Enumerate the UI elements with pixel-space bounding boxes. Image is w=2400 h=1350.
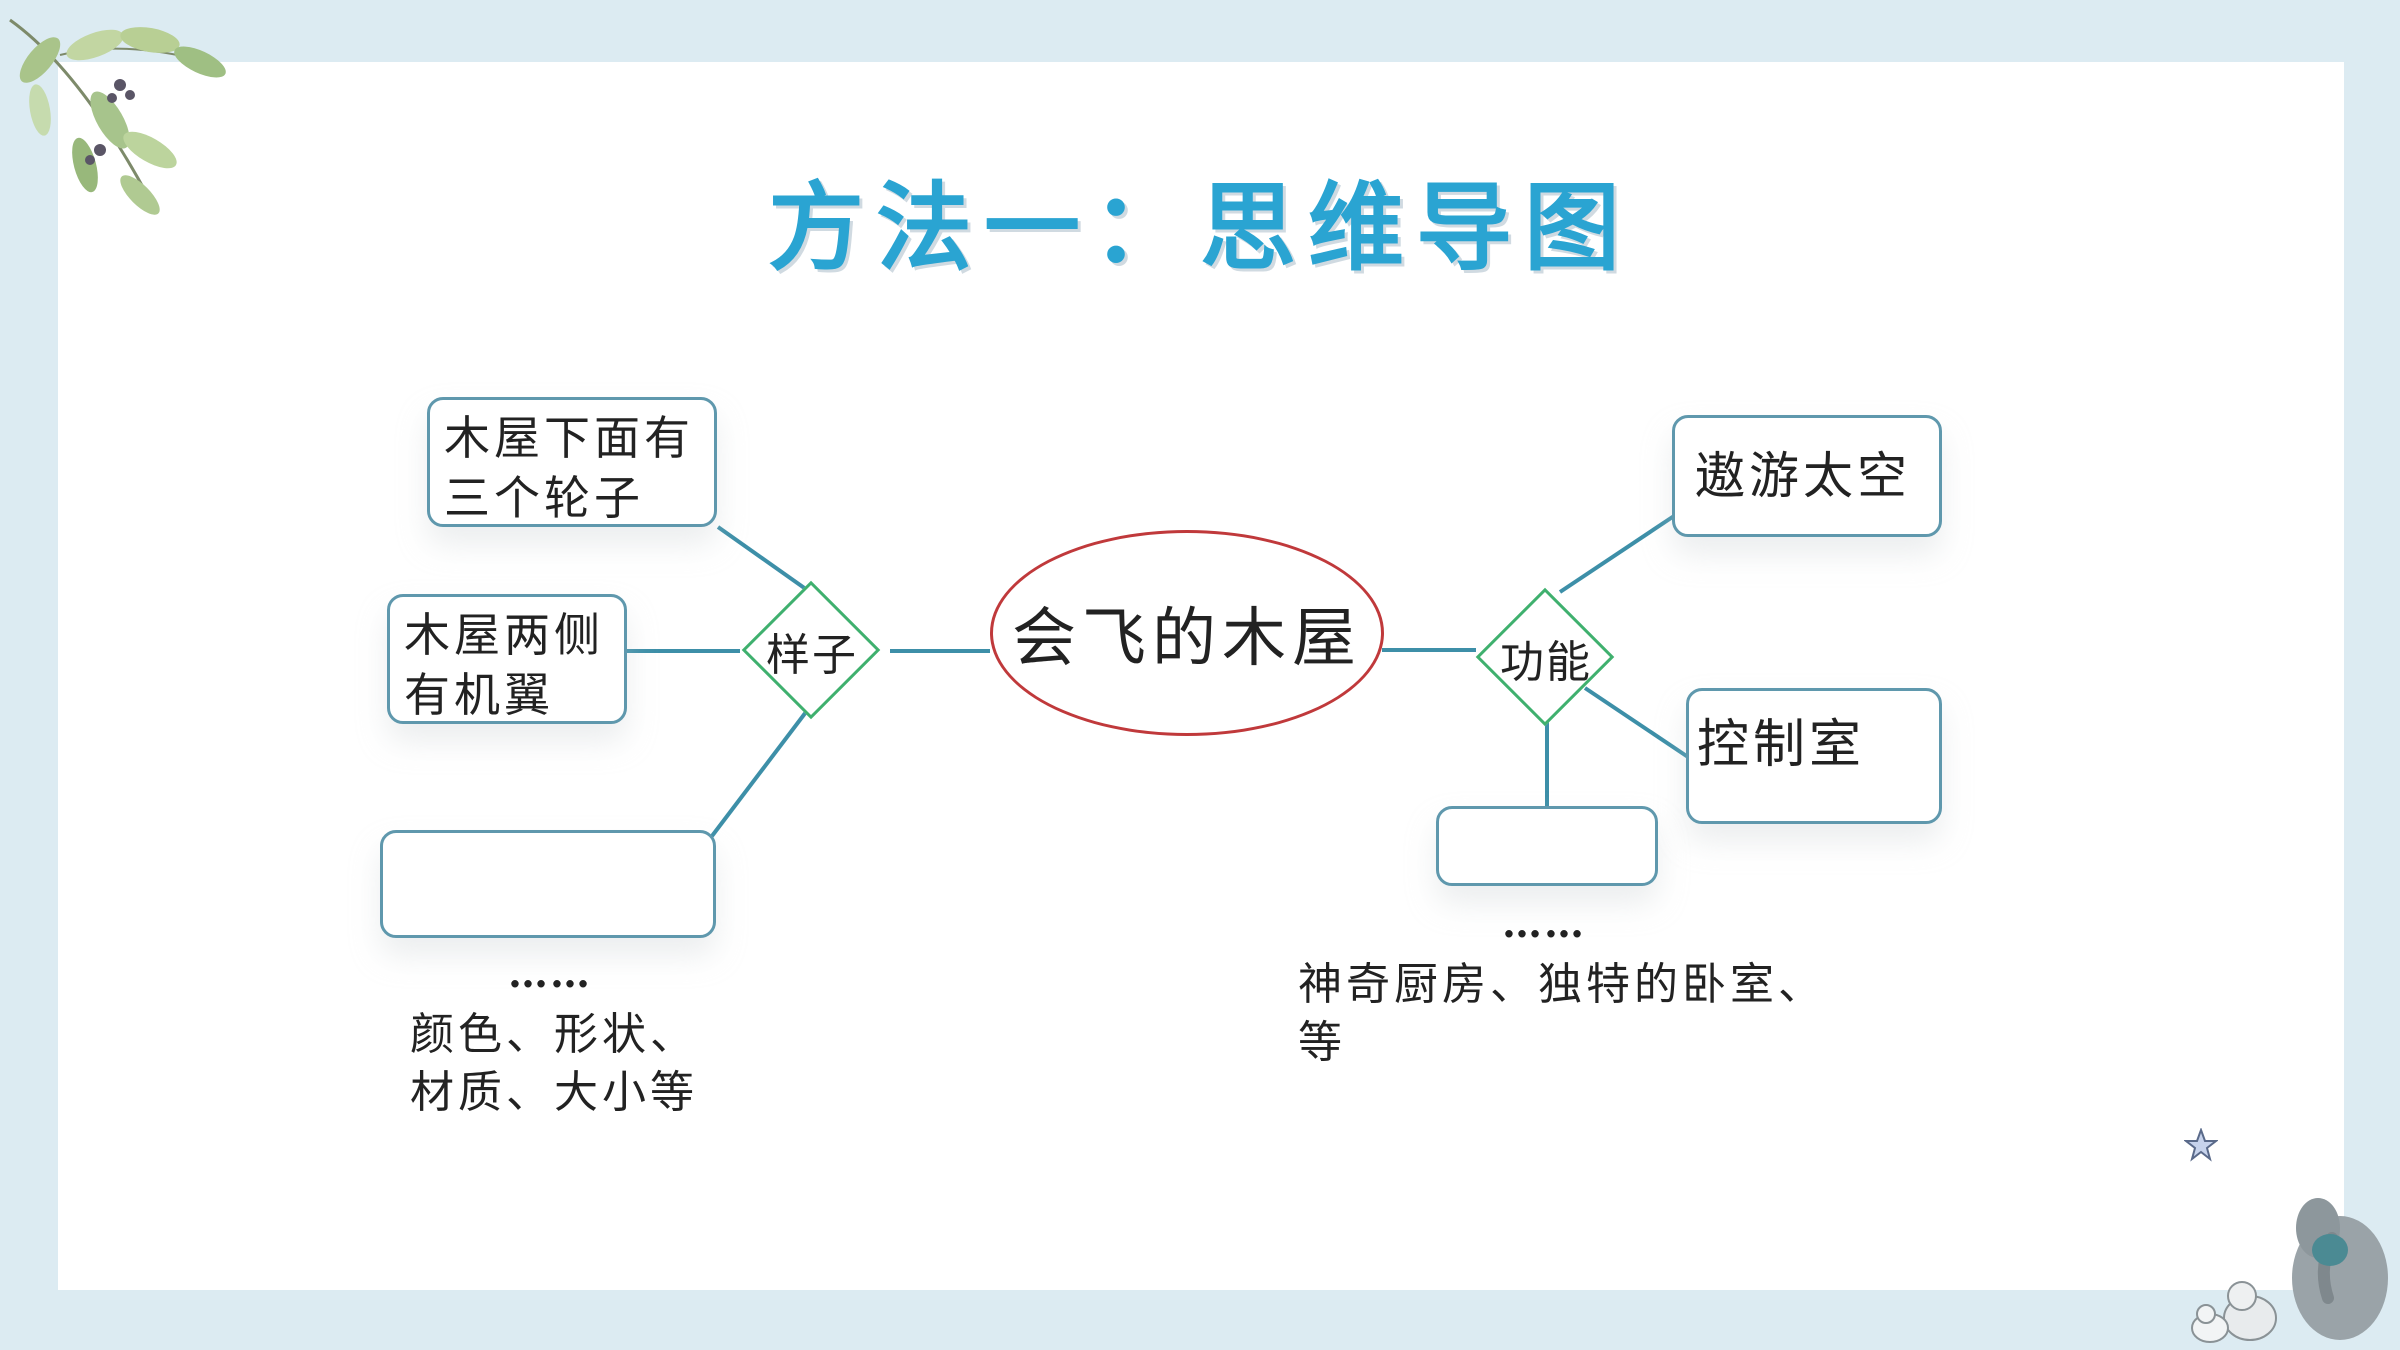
- left-note-line2: 材质、大小等: [410, 1067, 698, 1118]
- connector-left-bottom: [710, 710, 808, 838]
- connector-right-middle: [1583, 686, 1690, 759]
- left-branch-box-2: 木屋两侧 有机翼: [387, 594, 627, 724]
- right-branch-box-1: 遨游太空: [1672, 415, 1942, 537]
- right-note-line1: 神奇厨房、独特的卧室、: [1298, 959, 1826, 1010]
- central-topic-label: 会飞的木屋: [1012, 602, 1362, 676]
- left-note-line1: 颜色、形状、: [410, 1009, 698, 1060]
- left-ellipsis: ……: [508, 950, 592, 997]
- leaf-branch-icon: [9, 18, 226, 215]
- left-hub-diamond: 样子: [741, 580, 882, 721]
- elephant-illustration-icon: [2191, 1198, 2388, 1343]
- left-branch-1-line1: 木屋下面有: [444, 411, 694, 465]
- right-branch-box-2: 控制室: [1686, 688, 1942, 824]
- left-branch-box-1: 木屋下面有 三个轮子: [427, 397, 717, 527]
- connector-left-top: [716, 525, 812, 594]
- left-hub-label: 样子: [766, 630, 858, 681]
- left-branch-2-line2: 有机翼: [404, 668, 554, 722]
- right-note: 神奇厨房、独特的卧室、 等: [1298, 956, 1826, 1072]
- left-branch-box-3-empty: [380, 830, 716, 938]
- left-note: 颜色、形状、 材质、大小等: [410, 1006, 698, 1122]
- page-title: 方法一：思维导图: [768, 172, 1632, 284]
- right-note-line2: 等: [1298, 1017, 1346, 1068]
- left-branch-2-line1: 木屋两侧: [404, 608, 604, 662]
- right-hub-diamond: 功能: [1475, 587, 1616, 728]
- right-ellipsis: ……: [1502, 900, 1586, 947]
- star-icon: [2184, 1128, 2218, 1162]
- central-topic: 会飞的木屋: [990, 530, 1384, 736]
- right-branch-2-label: 控制室: [1697, 715, 1866, 775]
- right-branch-1-label: 遨游太空: [1695, 447, 1911, 505]
- right-hub-label: 功能: [1500, 637, 1592, 688]
- connector-right-top: [1558, 514, 1676, 594]
- right-branch-box-3-empty: [1436, 806, 1658, 886]
- left-branch-1-line2: 三个轮子: [444, 471, 644, 525]
